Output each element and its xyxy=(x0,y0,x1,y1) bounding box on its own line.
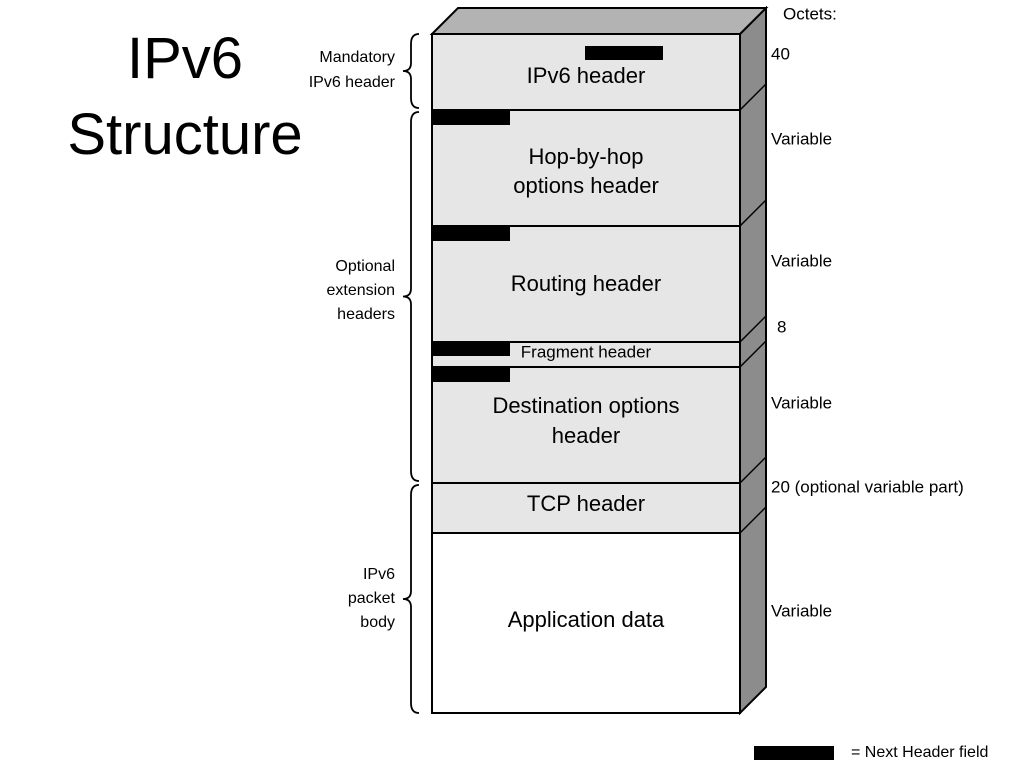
mandatory-ipv6-header-brace xyxy=(402,33,420,109)
ipv6-header-label: IPv6 header xyxy=(527,63,646,88)
slide-title-line1: IPv6 xyxy=(126,26,244,91)
octets-value-destination-options-header: Variable xyxy=(771,393,832,412)
tcp-header-box xyxy=(431,482,741,534)
destination-options-header-label: header xyxy=(552,423,621,448)
next-header-marker xyxy=(432,227,510,241)
optional-extension-headers-label: extension xyxy=(327,282,396,299)
ipv6-packet-body-label: body xyxy=(360,614,395,631)
octets-value-hop-by-hop-options-header: Variable xyxy=(771,129,832,148)
fragment-header-label: Fragment header xyxy=(521,342,652,361)
fragment-header-side-edge xyxy=(739,315,767,343)
legend-marker-swatch xyxy=(754,746,834,760)
stack-top-face xyxy=(429,7,769,35)
application-data-box xyxy=(431,532,741,714)
octets-value-tcp-header: 20 (optional variable part) xyxy=(771,477,964,496)
next-header-marker xyxy=(432,111,510,125)
ipv6-packet-body-label: packet xyxy=(348,590,396,607)
hop-by-hop-options-header-side-edge xyxy=(739,83,767,111)
optional-extension-headers-label: Optional xyxy=(335,258,395,275)
mandatory-ipv6-header-label: IPv6 header xyxy=(309,74,396,91)
octets-value-ipv6-header: 40 xyxy=(771,44,790,63)
hop-by-hop-options-header-box xyxy=(431,109,741,227)
routing-header-box xyxy=(431,225,741,343)
slide-title-line2: Structure xyxy=(67,102,303,167)
mandatory-ipv6-header-label: Mandatory xyxy=(319,49,395,66)
optional-extension-headers-label: headers xyxy=(337,306,395,323)
routing-header-side-edge xyxy=(739,199,767,227)
tcp-header-side-edge xyxy=(739,456,767,484)
destination-options-header-side-edge xyxy=(739,340,767,368)
ipv6-packet-body-brace xyxy=(402,484,420,714)
tcp-header-label: TCP header xyxy=(527,491,645,516)
application-data-label: Application data xyxy=(508,607,665,632)
stack-side-face xyxy=(739,5,767,716)
hop-by-hop-options-header-label: options header xyxy=(513,173,659,198)
routing-header-label: Routing header xyxy=(511,271,661,296)
destination-options-header-label: Destination options xyxy=(492,393,679,418)
ipv6-packet-body-label: IPv6 xyxy=(363,566,395,583)
legend-text: = Next Header field xyxy=(851,744,988,761)
next-header-marker xyxy=(432,368,510,382)
next-header-marker xyxy=(585,46,663,60)
octets-value-application-data: Variable xyxy=(771,601,832,620)
octets-value-routing-header: Variable xyxy=(771,251,832,270)
octets-heading: Octets: xyxy=(783,4,837,23)
hop-by-hop-options-header-label: Hop-by-hop xyxy=(529,144,644,169)
octets-value-fragment-header: 8 xyxy=(777,317,786,336)
legend: = Next Header field xyxy=(754,744,988,761)
application-data-side-edge xyxy=(739,506,767,534)
optional-extension-headers-brace xyxy=(402,111,420,482)
next-header-marker xyxy=(432,342,510,356)
